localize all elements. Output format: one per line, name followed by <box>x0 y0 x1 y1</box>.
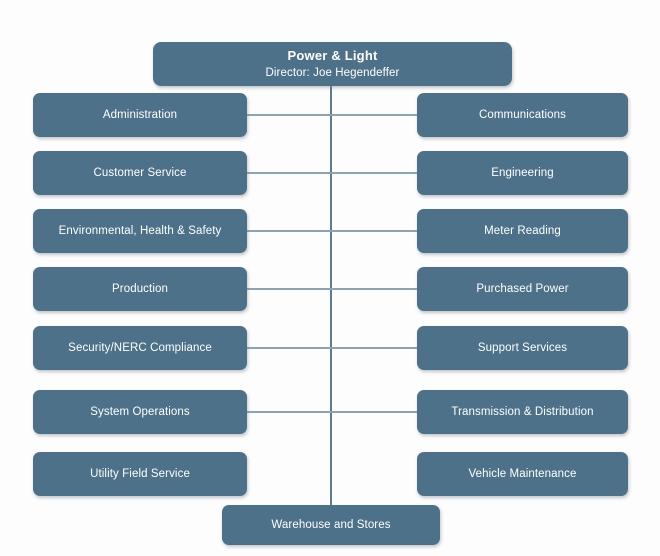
node-transmission-and-distribution[interactable]: Transmission & Distribution <box>417 390 628 434</box>
node-communications[interactable]: Communications <box>417 93 628 137</box>
node-label: Environmental, Health & Safety <box>58 224 222 237</box>
node-security-nerc-compliance[interactable]: Security/NERC Compliance <box>33 326 247 370</box>
node-environmental-health-and-safety[interactable]: Environmental, Health & Safety <box>33 209 247 253</box>
node-label: Customer Service <box>93 166 187 179</box>
node-customer-service[interactable]: Customer Service <box>33 151 247 195</box>
node-label: Communications <box>478 108 567 121</box>
node-production[interactable]: Production <box>33 267 247 311</box>
connector-row-6-left <box>247 411 331 413</box>
connector-row-5-left <box>247 347 331 349</box>
connector-row-4-left <box>247 288 331 290</box>
node-vehicle-maintenance[interactable]: Vehicle Maintenance <box>417 452 628 496</box>
vertical-connector-stem <box>330 86 332 505</box>
root-node-subtitle: Director: Joe Hegendeffer <box>265 66 400 79</box>
node-support-services[interactable]: Support Services <box>417 326 628 370</box>
node-label: Meter Reading <box>484 224 561 237</box>
node-label: Engineering <box>491 166 554 179</box>
connector-row-1-left <box>247 114 331 116</box>
node-label: Vehicle Maintenance <box>468 467 577 480</box>
node-power-and-light[interactable]: Power & Light Director: Joe Hegendeffer <box>153 42 512 86</box>
connector-row-3-left <box>247 230 331 232</box>
connector-row-1-right <box>331 114 417 116</box>
connector-row-4-right <box>331 288 417 290</box>
node-label: Warehouse and Stores <box>271 518 391 531</box>
node-label: System Operations <box>90 405 190 418</box>
node-label: Purchased Power <box>476 282 569 295</box>
node-label: Utility Field Service <box>90 467 190 480</box>
node-meter-reading[interactable]: Meter Reading <box>417 209 628 253</box>
node-administration[interactable]: Administration <box>33 93 247 137</box>
connector-row-2-right <box>331 172 417 174</box>
node-warehouse-and-stores[interactable]: Warehouse and Stores <box>222 505 440 545</box>
node-engineering[interactable]: Engineering <box>417 151 628 195</box>
connector-row-5-right <box>331 347 417 349</box>
node-label: Support Services <box>477 341 568 354</box>
node-label: Production <box>112 282 168 295</box>
node-utility-field-service[interactable]: Utility Field Service <box>33 452 247 496</box>
root-node-title: Power & Light <box>287 47 378 63</box>
node-label: Transmission & Distribution <box>451 405 594 418</box>
connector-row-3-right <box>331 230 417 232</box>
connector-row-6-right <box>331 411 417 413</box>
node-label: Administration <box>102 108 178 121</box>
node-system-operations[interactable]: System Operations <box>33 390 247 434</box>
node-label: Security/NERC Compliance <box>68 341 212 354</box>
node-purchased-power[interactable]: Purchased Power <box>417 267 628 311</box>
connector-row-2-left <box>247 172 331 174</box>
